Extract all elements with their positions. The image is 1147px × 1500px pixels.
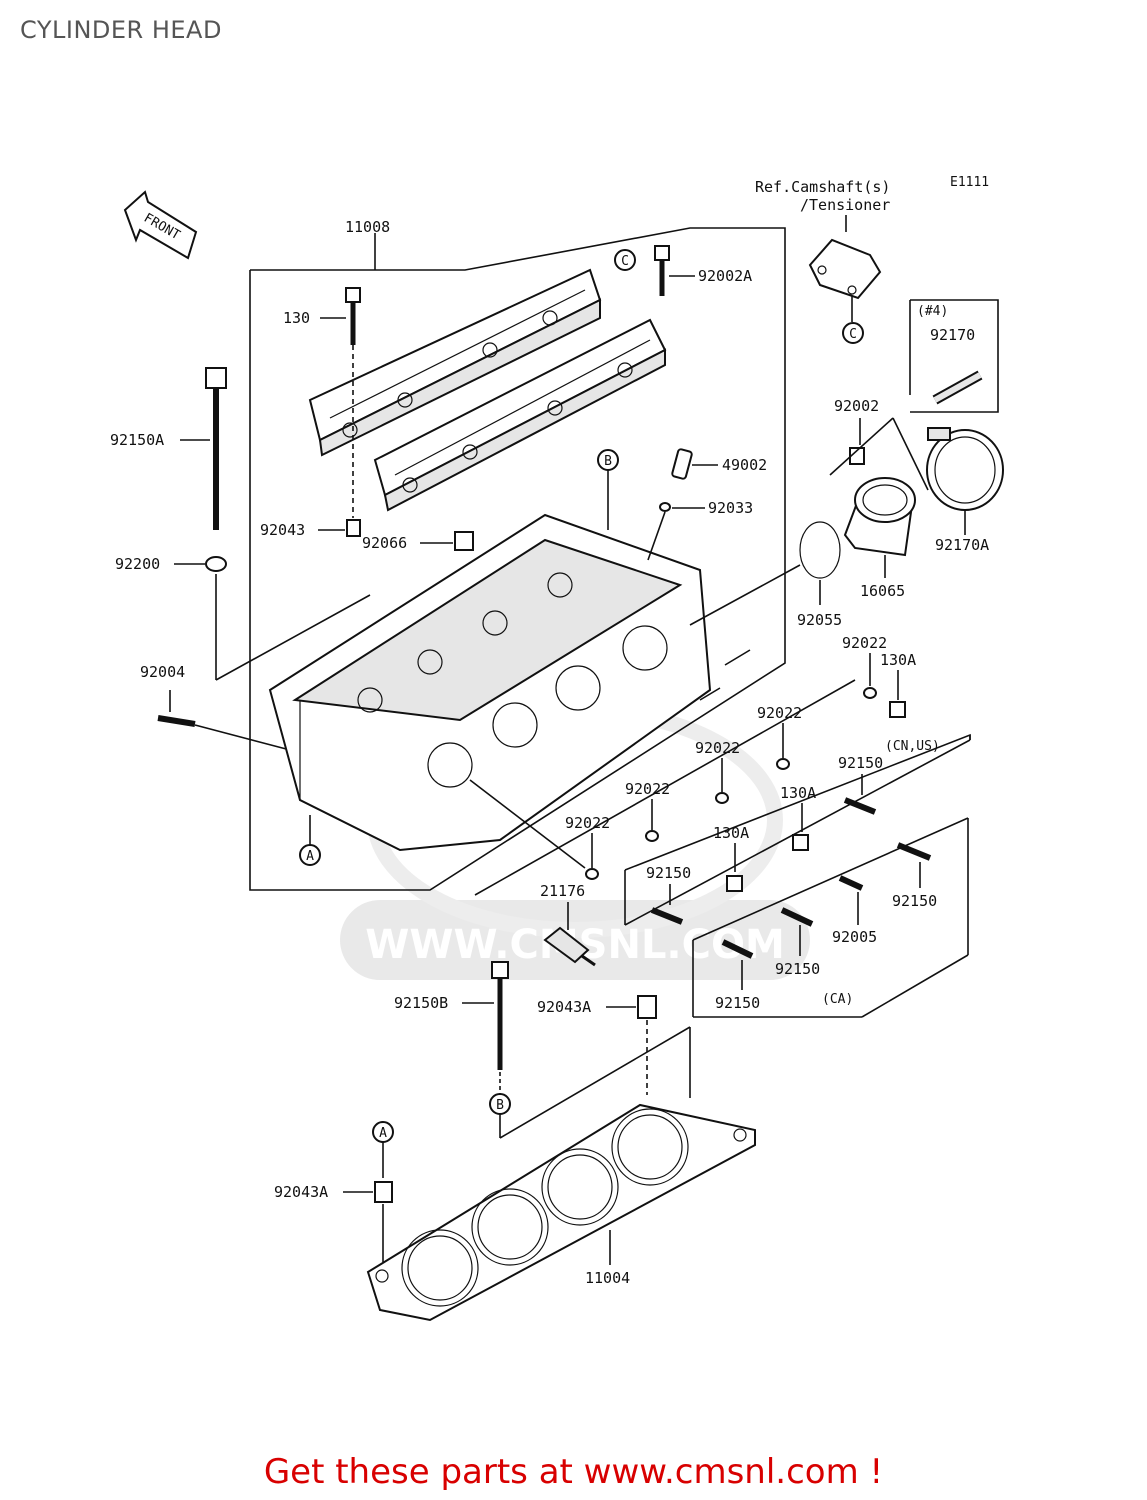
promo-link[interactable]: Get these parts at www.cmsnl.com ! (263, 1452, 884, 1492)
bolt-92150-a (843, 797, 877, 815)
ref-note-line1: Ref.Camshaft(s) (755, 178, 890, 196)
part-92150-d: 92150 (775, 960, 820, 978)
washer-92200 (205, 556, 227, 572)
part-92200: 92200 (115, 555, 160, 573)
part-11008: 11008 (345, 218, 390, 236)
svg-text:B: B (604, 454, 612, 469)
bolt-92150b (491, 961, 509, 1070)
bolt-92150-c (896, 842, 932, 861)
washer-92022-a (863, 687, 877, 699)
bolt-92150-b (650, 907, 684, 925)
plug-92005 (838, 875, 864, 891)
svg-text:B: B (496, 1098, 504, 1113)
stud-92004 (157, 715, 196, 727)
part-11004: 11004 (585, 1269, 630, 1287)
qty-note: (#4) (917, 304, 948, 319)
part-92005: 92005 (832, 928, 877, 946)
circlip-92033 (659, 502, 671, 512)
dowel-92043a-b (374, 1181, 393, 1203)
callout-a-gasket: A (372, 1121, 394, 1143)
bolt-130a-c (726, 875, 743, 892)
part-92022-c: 92022 (695, 739, 740, 757)
part-92002a: 92002A (698, 267, 752, 285)
part-92150-a: 92150 (838, 754, 883, 772)
bolt-130a-b (792, 834, 809, 851)
part-92066: 92066 (362, 534, 407, 552)
part-92150-e: 92150 (715, 994, 760, 1012)
callout-b-head: B (597, 449, 619, 471)
part-92022-e: 92022 (565, 814, 610, 832)
part-49002-fitting (671, 448, 693, 480)
part-92150-c: 92150 (892, 892, 937, 910)
part-92043a-a: 92043A (537, 998, 591, 1016)
bolt-92150a (205, 367, 227, 530)
plug-92066 (454, 531, 474, 551)
clamp-92170a (926, 427, 1004, 511)
bolt-130 (345, 287, 361, 345)
diagram-code: E1111 (950, 175, 989, 190)
part-92022-d: 92022 (625, 780, 670, 798)
holder-16065 (843, 477, 916, 557)
page-title: CYLINDER HEAD (20, 16, 222, 44)
callout-b-gasket: B (489, 1093, 511, 1115)
washer-92022-b (776, 758, 790, 770)
part-92043a-b: 92043A (274, 1183, 328, 1201)
region-cn-us: (CN,US) (885, 739, 940, 754)
sensor-21176 (543, 926, 596, 967)
bolt-92150-d (780, 907, 814, 927)
callout-c-bracket: C (842, 322, 864, 344)
svg-text:A: A (306, 849, 314, 864)
part-130a-c: 130A (713, 824, 749, 842)
part-92055: 92055 (797, 611, 842, 629)
part-92033: 92033 (708, 499, 753, 517)
part-92150a: 92150A (110, 431, 164, 449)
part-92022-b: 92022 (757, 704, 802, 722)
bolt-130a-a (889, 701, 906, 718)
callout-c-cap: C (614, 249, 636, 271)
region-ca: (CA) (822, 992, 853, 1007)
part-16065: 16065 (860, 582, 905, 600)
part-130a-a: 130A (880, 651, 916, 669)
part-130a-b: 130A (780, 784, 816, 802)
svg-text:C: C (849, 327, 857, 342)
camshaft-cap-left (308, 268, 602, 457)
part-130: 130 (283, 309, 310, 327)
svg-text:A: A (379, 1126, 387, 1141)
dowel-92043 (346, 519, 361, 537)
part-92043: 92043 (260, 521, 305, 539)
svg-text:C: C (621, 254, 629, 269)
dowel-92043a-a (637, 995, 657, 1019)
oring-92055 (799, 521, 841, 579)
bolt-92002a (654, 245, 670, 296)
washer-92022-c (715, 792, 729, 804)
part-92002: 92002 (834, 397, 879, 415)
part-92170: 92170 (930, 326, 975, 344)
part-92022-a: 92022 (842, 634, 887, 652)
part-21176: 21176 (540, 882, 585, 900)
part-49002: 49002 (722, 456, 767, 474)
tensioner-bracket (808, 238, 882, 300)
part-92170a: 92170A (935, 536, 989, 554)
front-arrow-icon: FRONT (123, 190, 198, 260)
head-gasket-11004 (366, 1103, 756, 1322)
washer-92022-e (585, 868, 599, 880)
callout-a-head: A (299, 844, 321, 866)
washer-92022-d (645, 830, 659, 842)
screw-92170 (932, 370, 983, 405)
part-92150-b: 92150 (646, 864, 691, 882)
cylinder-head (268, 513, 712, 852)
bolt-92150-e (721, 939, 754, 959)
ref-note-line2: /Tensioner (800, 196, 890, 214)
part-92150b: 92150B (394, 994, 448, 1012)
camshaft-cap-right (373, 318, 667, 512)
part-92004: 92004 (140, 663, 185, 681)
